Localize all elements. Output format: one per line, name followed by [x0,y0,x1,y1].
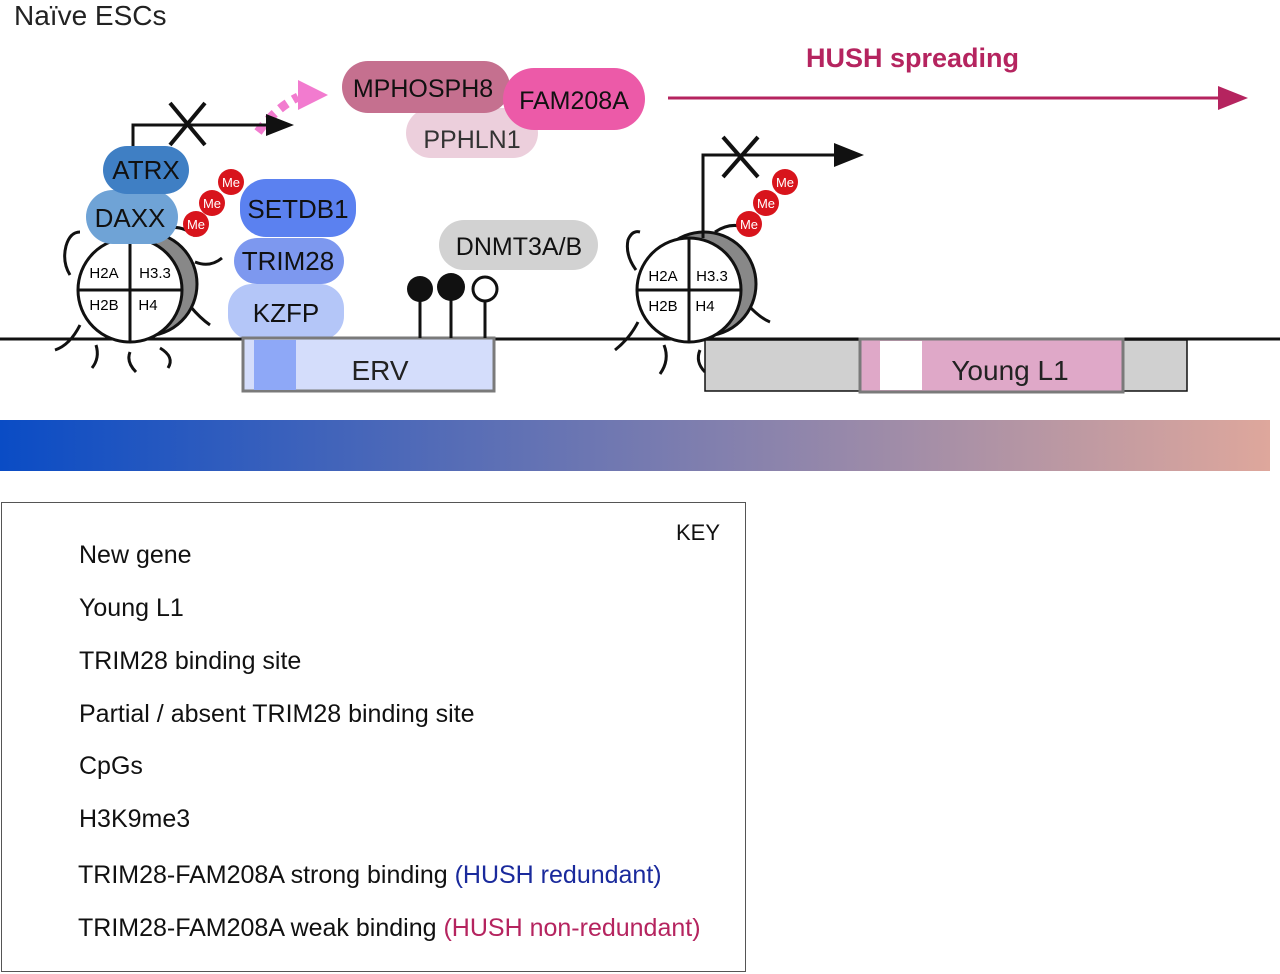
trim28-protein [234,238,344,284]
svg-text:Me: Me [222,175,240,190]
right-h4-label: H4 [695,298,714,315]
key-label-strong-binding: TRIM28-FAM208A strong binding (HUSH redu… [78,861,662,889]
atrx-protein [103,146,189,194]
svg-text:Me: Me [757,196,775,211]
key-label-weak-binding: TRIM28-FAM208A weak binding (HUSH non-re… [78,914,701,942]
cpg-methylated [407,276,433,302]
methyl-mark [218,169,244,195]
svg-text:Me: Me [740,217,758,232]
young-l1-label: Young L1 [951,355,1068,386]
daxx-label: DAXX [95,203,166,233]
pphln1-protein [406,108,538,158]
fam208a-label: FAM208A [519,87,629,115]
hush-spreading-arrow [668,86,1248,110]
svg-text:Me: Me [187,217,205,232]
l1-partial-binding-site [880,341,922,390]
svg-text:Me: Me [203,196,221,211]
methyl-mark [199,190,225,216]
erv-trim28-binding-site [254,340,296,390]
key-label-trim28-site: TRIM28 binding site [79,647,302,675]
key-label-young-l1: Young L1 [79,594,184,622]
left-h2b-label: H2B [89,297,118,314]
panel-title: Naïve ESCs [14,0,167,31]
methyl-mark [183,211,209,237]
key-label-new-gene: New gene [79,541,192,569]
key-label-h3k9me3: H3K9me3 [79,805,191,833]
erv-element: ERV [241,336,496,393]
dnmt3ab-label: DNMT3A/B [456,233,582,261]
mphosph8-protein [342,61,510,113]
right-h2a-label: H2A [648,268,677,285]
key-note-hush-non-redundant: (HUSH non-redundant) [443,914,701,942]
dnmt3ab-protein [439,220,598,270]
erv-cpgs [407,273,499,338]
svg-text:Me: Me [776,175,794,190]
left-nucleosome: H2A H3.3 H2B H4 [54,226,223,374]
kzfp-label: KZFP [253,298,319,328]
right-nucleosome: H2A H3.3 H2B H4 [614,224,771,375]
right-h33-label: H3.3 [696,268,728,285]
key-title: KEY [676,520,721,545]
key-box [1,502,746,972]
left-h33-label: H3.3 [139,265,171,282]
daxx-protein [86,190,178,244]
right-h2b-label: H2B [648,298,677,315]
right-transcription-arrow [701,135,864,238]
erv-label: ERV [351,355,408,386]
hush-spreading-label: HUSH spreading [806,43,1019,73]
dotted-recruitment-arrow [254,80,328,135]
young-l1-element: Young L1 [858,337,1125,394]
key-label-cpgs: CpGs [79,752,143,780]
key-label-partial-site: Partial / absent TRIM28 binding site [79,700,475,728]
cpg-unmethylated [471,275,499,303]
methyl-mark [736,211,762,237]
trim28-label: TRIM28 [242,246,334,276]
fam208a-protein [503,68,645,130]
setdb1-label: SETDB1 [247,194,348,224]
pphln1-label: PPHLN1 [423,126,520,154]
left-transcription-arrow [131,101,294,148]
key-note-hush-redundant: (HUSH redundant) [454,861,662,889]
binding-strength-gradient [0,420,1270,471]
cpg-methylated [437,273,465,301]
mphosph8-label: MPHOSPH8 [353,75,493,103]
left-h2a-label: H2A [89,265,118,282]
setdb1-protein [240,179,356,237]
left-h3k9me3-marks: Me Me Me [183,169,244,237]
methyl-mark [753,190,779,216]
left-h4-label: H4 [138,297,157,314]
right-h3k9me3-marks: Me Me Me [736,169,798,237]
kzfp-protein [228,284,344,340]
atrx-label: ATRX [112,155,179,185]
methyl-mark [772,169,798,195]
